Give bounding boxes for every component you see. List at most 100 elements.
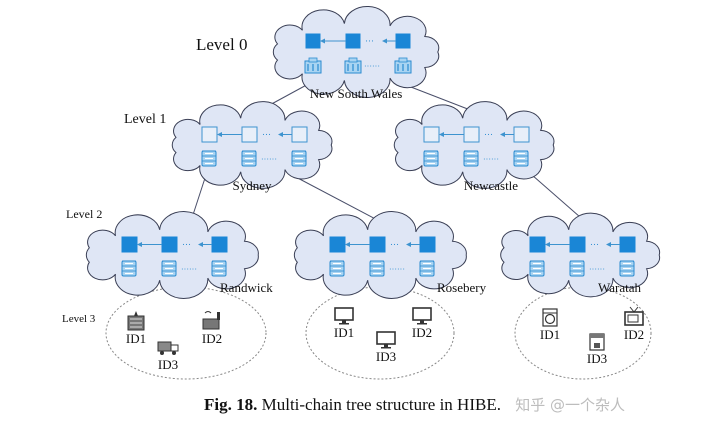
edge-syd-ros [291,174,386,225]
cloud-shape [272,6,440,98]
device-ran-id1: ID1 [126,311,146,346]
block-icon [369,236,386,253]
device-label: ID2 [412,325,432,340]
server-icon [369,260,385,277]
place-label-ran: Randwick [220,280,273,295]
arrow-left-icon [500,132,505,137]
device-label: ID3 [158,357,178,372]
watermark: 知乎 @一个杂人 [515,396,625,414]
device-group-ellipse [305,286,455,380]
arrow-left-icon [320,38,325,44]
server-icon [529,260,545,277]
block-icon [619,236,636,253]
server-icon [423,150,439,167]
chain-ellipsis: ··· [262,130,271,140]
block-icon [513,126,530,143]
server-icon [513,150,529,167]
delivery-truck-icon [157,341,179,355]
storage-ellipsis: ······ [181,265,197,274]
cloud-node-new: ·········Newcastle [393,101,555,193]
cloud-node-ran: ·········Randwick [85,211,273,299]
server-icon [211,260,227,277]
block-icon [569,236,586,253]
caption-label: Fig. 18. [204,395,258,414]
level-1-label: Level 1 [124,112,166,127]
server-icon [121,260,137,277]
cloud-shape [293,211,467,299]
block-icon [211,236,228,253]
storage-ellipsis: ······ [261,155,277,164]
level-0-label: Level 0 [196,35,247,54]
block-icon [121,236,138,253]
building-storage-icon [394,57,412,74]
arrow-left-icon [217,132,222,137]
place-label-syd: Sydney [233,178,273,193]
arrow-left-icon [382,38,387,44]
block-icon [161,236,178,253]
server-icon [161,260,177,277]
monitor-icon [412,307,432,325]
cloud-nodes: ·········New South Wales·········Sydney·… [85,6,661,299]
block-icon [423,126,440,143]
block-icon [241,126,258,143]
server-icon [419,260,435,277]
device-label: ID2 [202,331,222,346]
level-2-label: Level 2 [66,207,102,221]
server-icon [619,260,635,277]
arrow-left-icon [137,242,142,247]
chain-ellipsis: ··· [590,240,599,250]
building-storage-icon [304,57,322,74]
device-war-id2: ID2 [624,306,644,342]
cloud-shape [85,211,259,299]
device-war-id3: ID3 [587,333,607,366]
cloud-node-syd: ·········Sydney [171,101,333,193]
chain-ellipsis: ··· [182,240,191,250]
place-label-ros: Rosebery [437,280,487,295]
block-icon [419,236,436,253]
block-icon [291,126,308,143]
storage-ellipsis: ······ [364,62,380,71]
building-storage-icon [344,57,362,74]
factory-icon [202,311,220,330]
arrow-left-icon [345,242,350,247]
arrow-left-icon [198,242,203,247]
device-group-ellipse [514,286,652,380]
storage-ellipsis: ······ [589,265,605,274]
block-icon [463,126,480,143]
device-label: ID1 [126,331,146,346]
arrow-left-icon [606,242,611,247]
server-icon [329,260,345,277]
device-label: ID3 [376,349,396,364]
device-ros-id3: ID3 [376,331,396,364]
place-label-new: Newcastle [464,178,518,193]
storage-ellipsis: ······ [483,155,499,164]
device-label: ID3 [587,351,607,366]
device-label: ID1 [540,327,560,342]
arrow-left-icon [439,132,444,137]
device-war-id1: ID1 [540,308,560,342]
block-icon [201,126,218,143]
cloud-shape [171,101,333,189]
monitor-icon [334,307,354,325]
chain-ellipsis: ··· [390,240,399,250]
device-label: ID2 [624,327,644,342]
block-icon [529,236,546,253]
figure-caption: Fig. 18. Multi-chain tree structure in H… [204,394,625,415]
coffee-machine-icon [589,333,605,351]
block-icon [395,33,411,49]
device-ros-id2: ID2 [412,307,432,340]
level-labels: Level 0 Level 1 Level 2 Level 3 [62,35,247,325]
arrow-left-icon [278,132,283,137]
cloud-node-ros: ·········Rosebery [293,211,487,299]
washing-machine-icon [542,308,558,327]
server-icon [291,150,307,167]
office-building-icon [127,311,145,331]
chain-ellipsis: ··· [484,130,493,140]
server-icon [569,260,585,277]
level-3-label: Level 3 [62,313,96,325]
